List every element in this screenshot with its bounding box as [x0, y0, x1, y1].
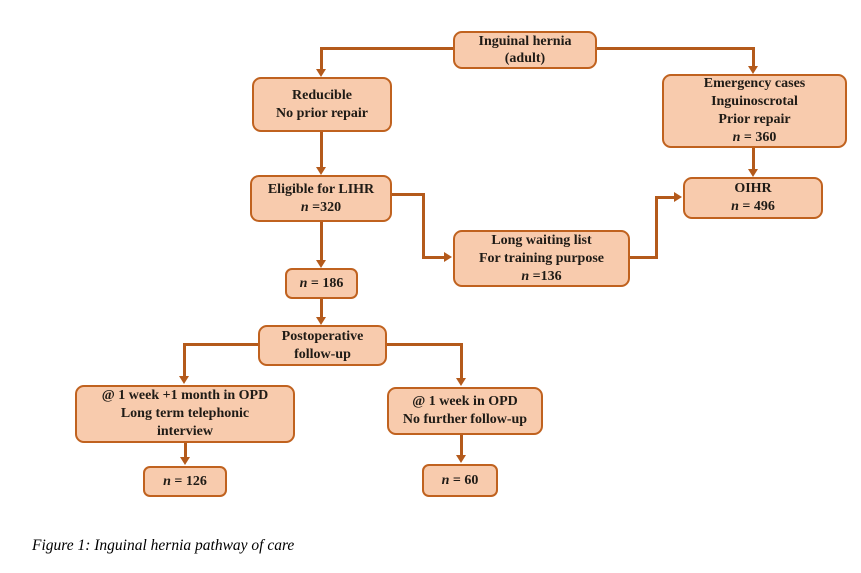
- connector-postop-to-opdshort-v: [460, 343, 463, 379]
- node-line: follow-up: [294, 346, 351, 362]
- node-n186: n = 186: [285, 268, 358, 299]
- arrowhead-into-waiting: [444, 252, 452, 262]
- connector-waiting-to-oihr-h1: [629, 256, 658, 259]
- node-long-waiting-list: Long waiting list For training purpose n…: [453, 230, 630, 287]
- arrowhead-into-oihr-left: [674, 192, 682, 202]
- node-line: Long waiting list: [491, 232, 592, 248]
- arrowhead-into-n186: [316, 260, 326, 268]
- node-line: No prior repair: [275, 105, 369, 121]
- node-line: Eligible for LIHR: [267, 181, 375, 197]
- node-sample-size: n = 126: [163, 473, 207, 489]
- arrowhead-into-n60: [456, 455, 466, 463]
- connector-eligible-to-waiting-h1: [391, 193, 425, 196]
- arrowhead-into-postop: [316, 317, 326, 325]
- node-oihr: OIHR n = 496: [683, 177, 823, 219]
- connector-opdlong-to-n126: [184, 442, 187, 458]
- connector-emergency-to-oihr: [752, 147, 755, 170]
- connector-waiting-to-oihr-v: [655, 196, 658, 259]
- node-postoperative-follow-up: Postoperative follow-up: [258, 325, 387, 366]
- node-inguinal-hernia-adult: Inguinal hernia (adult): [453, 31, 597, 69]
- connector-n186-to-postop: [320, 298, 323, 318]
- node-opd-no-further-follow-up: @ 1 week in OPD No further follow-up: [387, 387, 543, 435]
- node-line: Inguinal hernia: [478, 34, 572, 49]
- connector-postop-to-opdlong-h: [183, 343, 259, 346]
- node-line: For training purpose: [479, 250, 604, 266]
- arrowhead-into-n126: [180, 457, 190, 465]
- connector-waiting-to-oihr-h2: [655, 196, 675, 199]
- node-n126: n = 126: [143, 466, 227, 497]
- node-sample-size: n = 186: [299, 275, 344, 291]
- node-opd-long-term-follow-up: @ 1 week +1 month in OPD Long term telep…: [75, 385, 295, 443]
- connector-postop-to-opdlong-v: [183, 343, 186, 377]
- connector-reducible-to-eligible: [320, 131, 323, 168]
- connector-postop-to-opdshort-h: [386, 343, 463, 346]
- figure-caption: Figure 1: Inguinal hernia pathway of car…: [32, 537, 295, 554]
- node-n60: n = 60: [422, 464, 498, 497]
- arrowhead-into-reducible: [316, 69, 326, 77]
- node-line: Reducible: [292, 87, 352, 103]
- node-line: Postoperative: [281, 328, 364, 344]
- node-line: Prior repair: [718, 112, 791, 127]
- connector-root-to-emergency-h: [596, 47, 755, 50]
- node-line: interview: [157, 424, 213, 439]
- arrowhead-into-emergency: [748, 66, 758, 74]
- connector-opdshort-to-n60: [460, 434, 463, 456]
- connector-root-to-reducible-v: [320, 47, 323, 70]
- node-line: Inguinoscrotal: [711, 94, 798, 109]
- arrowhead-into-oihr-top: [748, 169, 758, 177]
- node-line: OIHR: [734, 181, 772, 196]
- connector-eligible-to-waiting-h2: [422, 256, 445, 259]
- node-reducible-no-prior-repair: Reducible No prior repair: [252, 77, 392, 132]
- node-line: Long term telephonic: [120, 406, 250, 421]
- arrowhead-into-eligible: [316, 167, 326, 175]
- node-sample-size: n =136: [521, 268, 562, 284]
- connector-eligible-to-waiting-v: [422, 193, 425, 259]
- node-sample-size: n = 60: [441, 472, 479, 488]
- node-line: Emergency cases: [703, 76, 806, 91]
- node-line: No further follow-up: [402, 412, 528, 427]
- connector-root-to-emergency-v: [752, 47, 755, 67]
- node-eligible-for-lihr: Eligible for LIHR n =320: [250, 175, 392, 222]
- node-sample-size: n = 496: [731, 199, 775, 214]
- arrowhead-into-opdlong: [179, 376, 189, 384]
- arrowhead-into-opdshort: [456, 378, 466, 386]
- node-sample-size: n = 360: [732, 130, 777, 145]
- node-line: @ 1 week +1 month in OPD: [101, 388, 269, 403]
- node-emergency-cases: Emergency cases Inguinoscrotal Prior rep…: [662, 74, 847, 148]
- node-line: @ 1 week in OPD: [412, 394, 518, 409]
- node-line: (adult): [504, 51, 546, 66]
- connector-root-to-reducible-h: [320, 47, 455, 50]
- connector-eligible-to-n186: [320, 221, 323, 261]
- node-sample-size: n =320: [300, 199, 342, 215]
